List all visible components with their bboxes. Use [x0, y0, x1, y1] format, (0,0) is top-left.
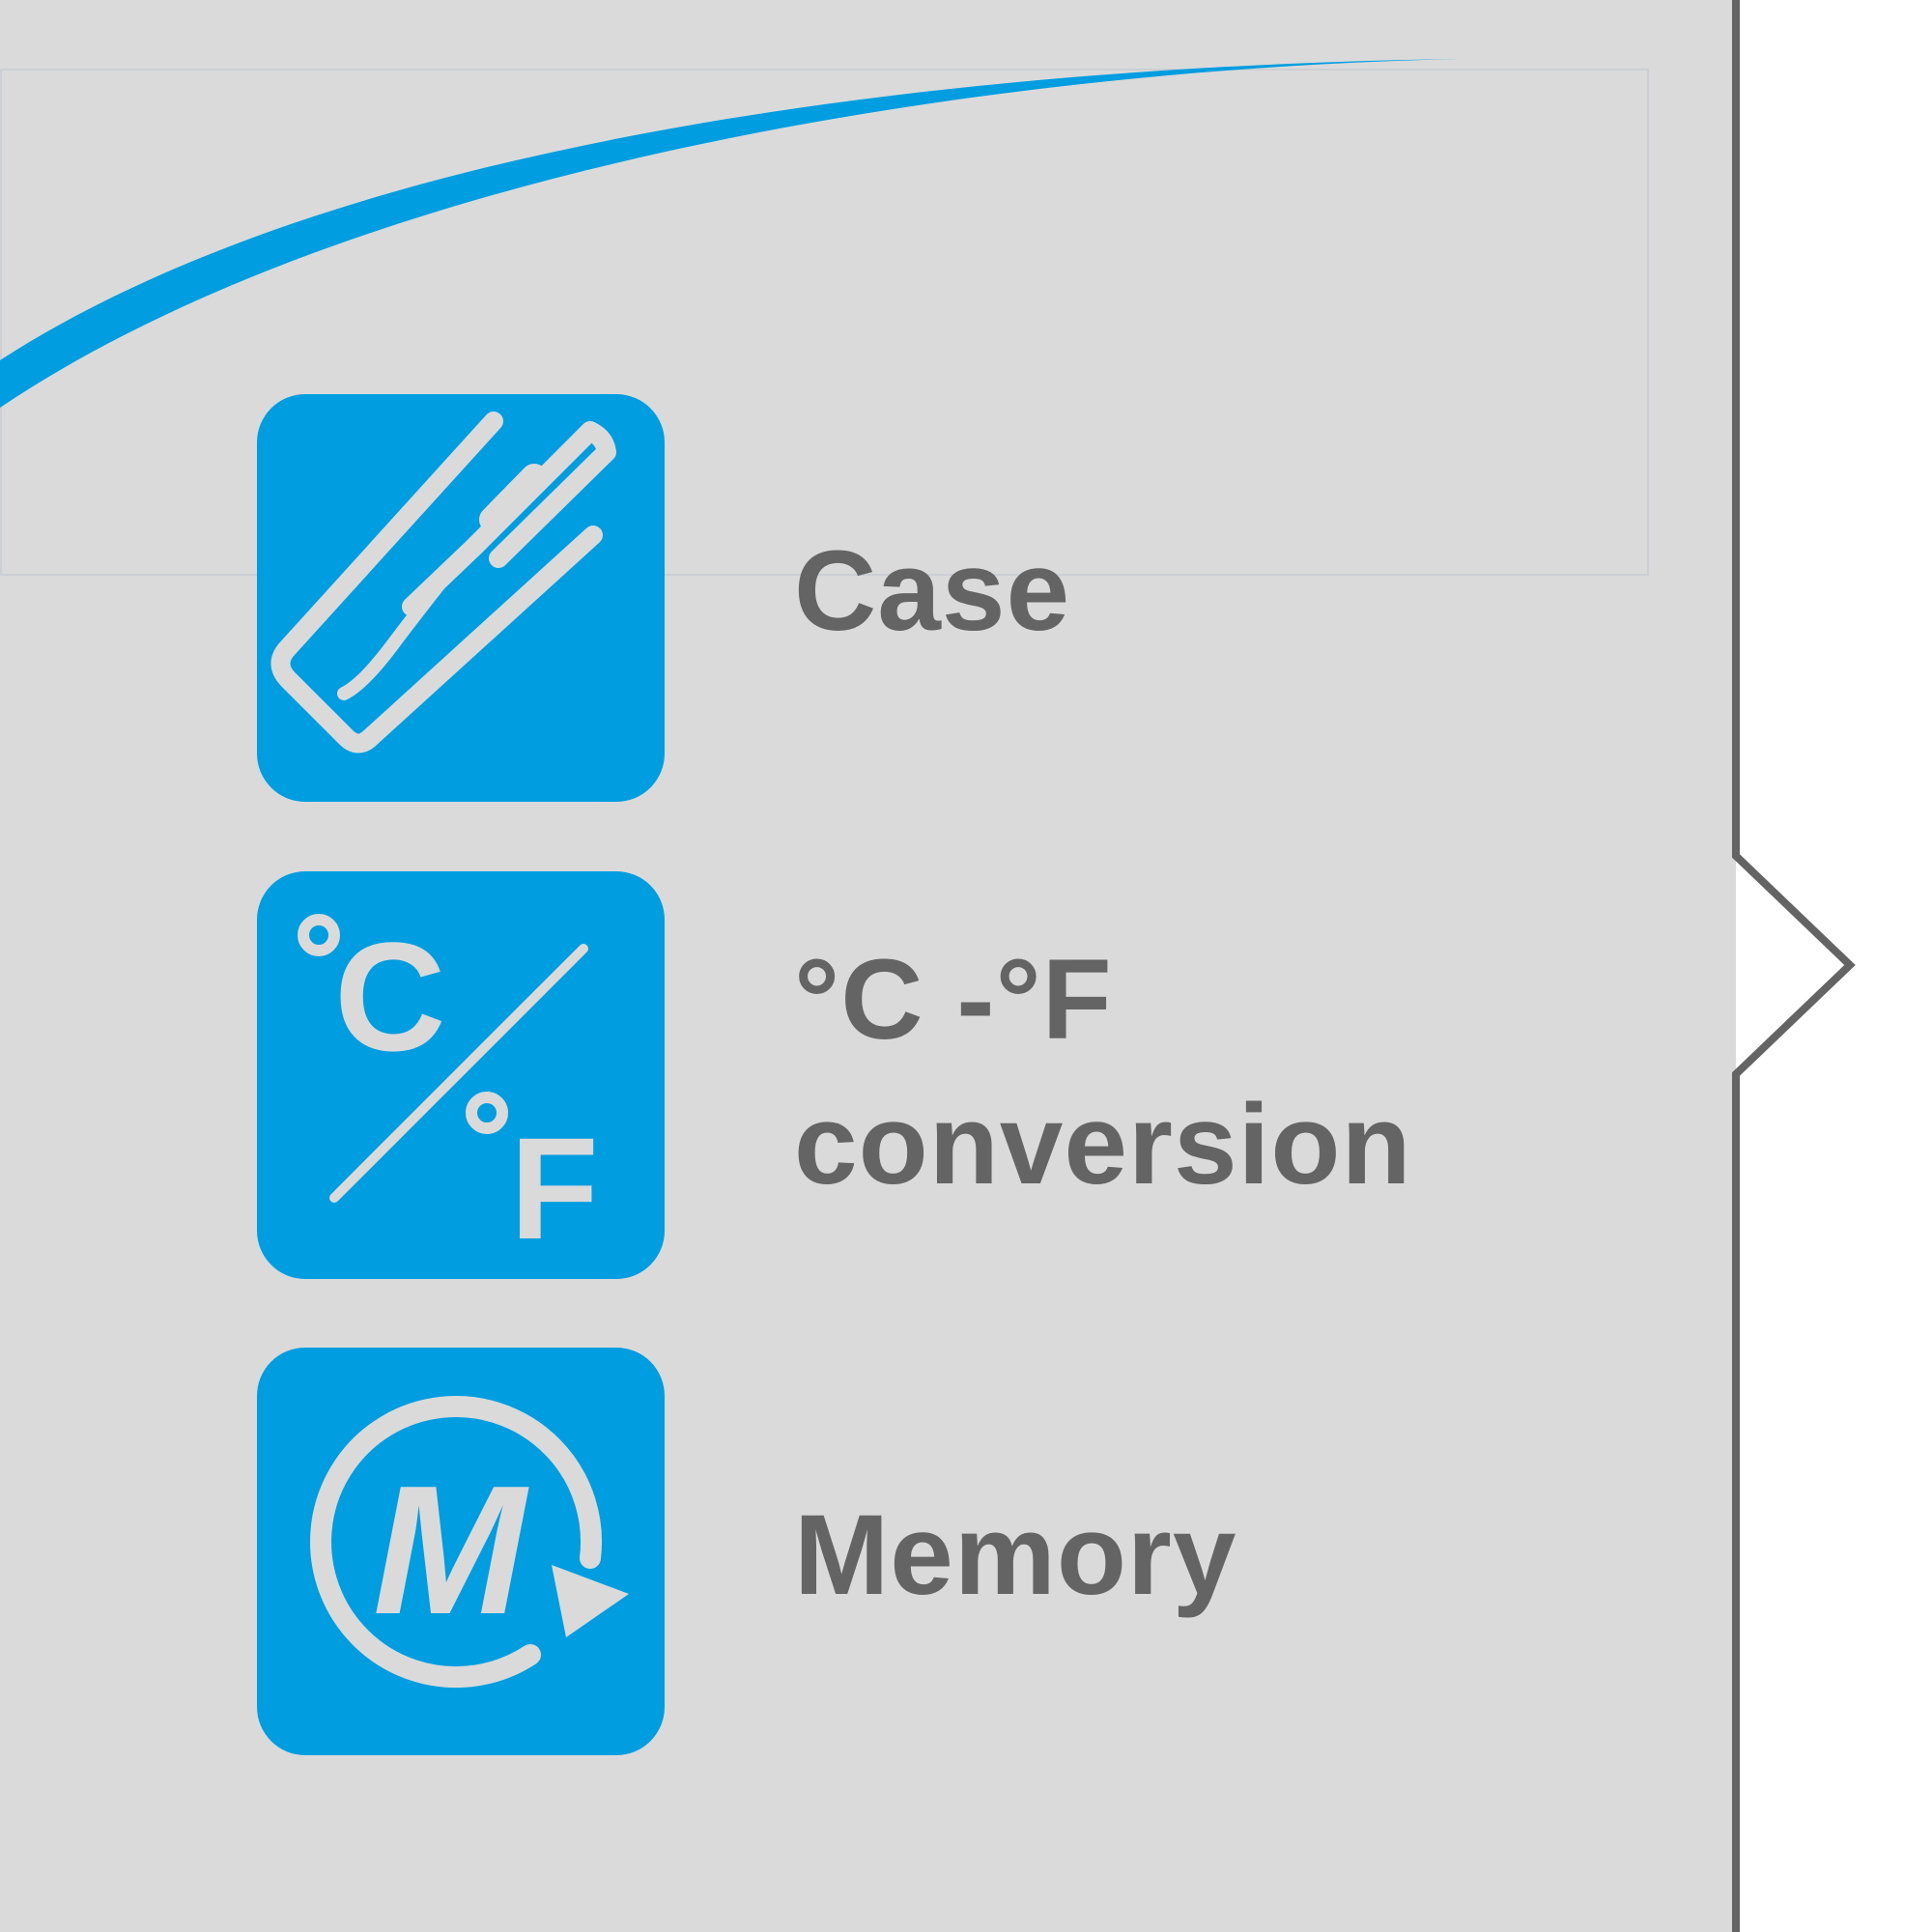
icon-letter-m: M — [373, 1448, 529, 1653]
conversion-icon-tile: C F — [257, 871, 665, 1279]
conversion-label-line1: °C -°F — [794, 936, 1113, 1064]
conversion-label: °C -°F conversion — [794, 927, 1412, 1217]
blue-swoosh — [0, 59, 1461, 408]
header-frame — [0, 69, 1649, 576]
memory-icon-tile: M — [257, 1348, 665, 1755]
icon-letter-f: F — [510, 1107, 599, 1269]
case-label: Case — [794, 527, 1071, 655]
case-icon-tile — [257, 394, 665, 802]
conversion-label-line2: conversion — [794, 1081, 1412, 1208]
thermometer-case-icon — [257, 394, 665, 802]
celsius-fahrenheit-icon: C F — [257, 871, 665, 1279]
memory-label: Memory — [794, 1492, 1237, 1619]
memory-icon: M — [257, 1348, 665, 1755]
panel-border-notch — [1732, 0, 1856, 1932]
icon-letter-c: C — [334, 910, 446, 1083]
